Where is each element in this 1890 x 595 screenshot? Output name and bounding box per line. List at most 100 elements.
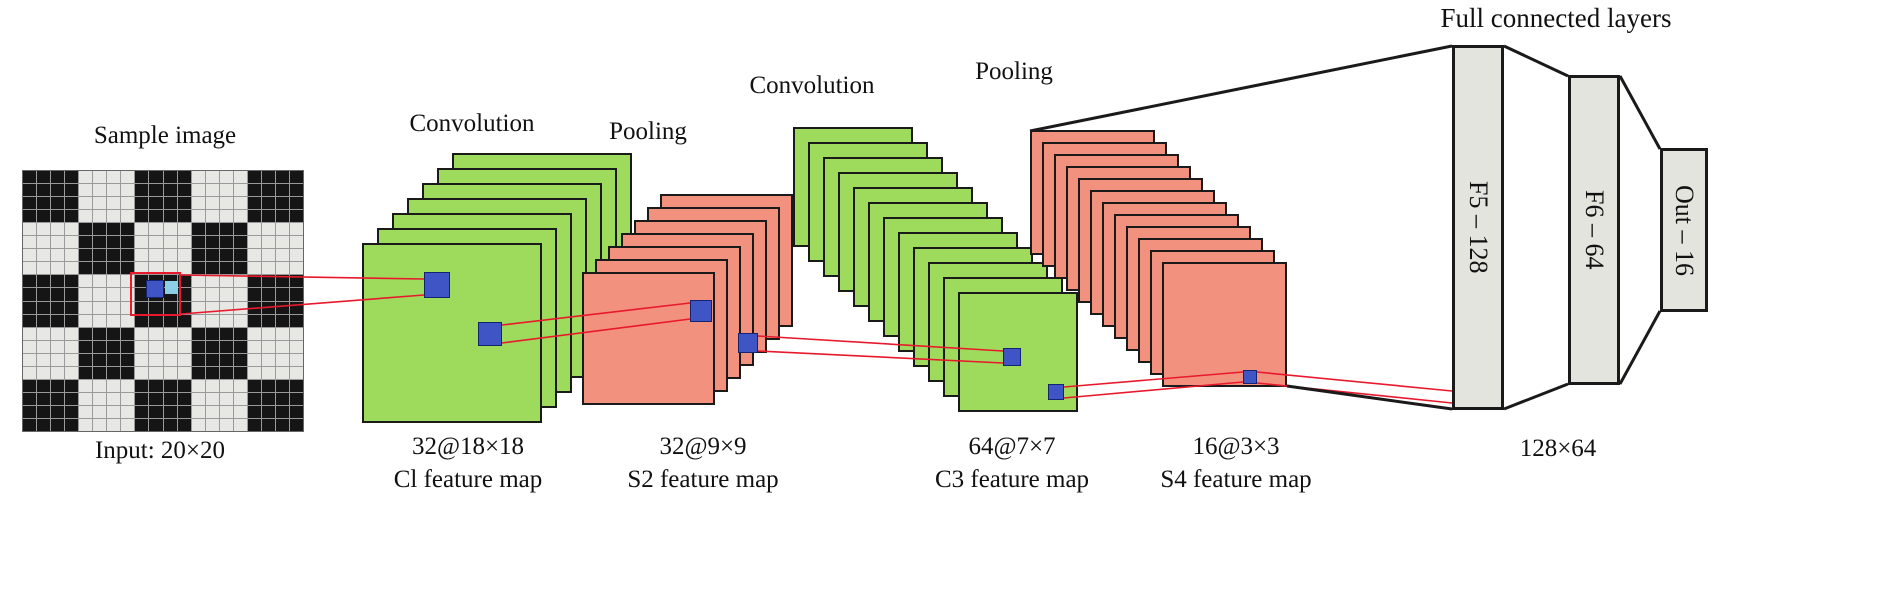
grid-cell [23, 288, 37, 301]
grid-cell [191, 171, 205, 184]
grid-cell [107, 262, 121, 275]
fc-connector-line [1029, 44, 1453, 133]
grid-cell [191, 327, 205, 340]
grid-cell [261, 236, 275, 249]
grid-cell [51, 301, 65, 314]
grid-cell [261, 418, 275, 431]
grid-cell [289, 379, 303, 392]
grid-cell [37, 301, 51, 314]
grid-cell [261, 223, 275, 236]
grid-cell [289, 392, 303, 405]
grid-cell [163, 171, 177, 184]
grid-cell [247, 327, 261, 340]
grid-cell [121, 366, 135, 379]
input-size-caption: Input: 20×20 [94, 437, 226, 464]
grid-cell [37, 288, 51, 301]
grid-cell [219, 197, 233, 210]
grid-cell [275, 314, 289, 327]
fc-connector-line [1286, 384, 1453, 411]
grid-cell [121, 210, 135, 223]
fc-layer-f5-label: F5 – 128 [1464, 181, 1493, 274]
grid-cell [177, 392, 191, 405]
grid-cell [37, 327, 51, 340]
grid-cell [93, 405, 107, 418]
grid-cell [93, 392, 107, 405]
grid-cell [149, 184, 163, 197]
grid-cell [149, 249, 163, 262]
grid-cell [65, 197, 79, 210]
grid-cell [135, 366, 149, 379]
grid-cell [37, 405, 51, 418]
grid-cell [191, 314, 205, 327]
grid-cell [51, 236, 65, 249]
grid-cell [79, 301, 93, 314]
grid-cell [79, 366, 93, 379]
grid-cell [233, 171, 247, 184]
grid-cell [163, 262, 177, 275]
grid-cell [93, 184, 107, 197]
grid-cell [23, 197, 37, 210]
grid-cell [261, 353, 275, 366]
grid-cell [121, 340, 135, 353]
grid-cell [219, 249, 233, 262]
grid-cell [107, 171, 121, 184]
c3-receptive-field-square [1003, 348, 1021, 366]
grid-cell [37, 379, 51, 392]
grid-cell [37, 171, 51, 184]
grid-cell [65, 275, 79, 288]
grid-cell [107, 418, 121, 431]
c1-operation-label: Convolution [409, 110, 535, 137]
grid-cell [261, 249, 275, 262]
grid-cell [51, 210, 65, 223]
c3-pooling-window-square [1048, 384, 1064, 400]
grid-cell [93, 249, 107, 262]
grid-cell [261, 210, 275, 223]
grid-cell [205, 249, 219, 262]
grid-cell [219, 366, 233, 379]
grid-cell [219, 327, 233, 340]
grid-cell [191, 340, 205, 353]
s2-feature-map-sheet [582, 272, 715, 405]
grid-cell [23, 392, 37, 405]
grid-cell [23, 379, 37, 392]
grid-cell [107, 353, 121, 366]
grid-cell [233, 236, 247, 249]
grid-cell [289, 184, 303, 197]
grid-cell [93, 197, 107, 210]
grid-cell [233, 275, 247, 288]
c3-operation-label: Convolution [749, 72, 875, 99]
grid-cell [107, 327, 121, 340]
grid-cell [275, 418, 289, 431]
grid-cell [79, 197, 93, 210]
grid-cell [23, 210, 37, 223]
grid-cell [289, 236, 303, 249]
grid-cell [163, 340, 177, 353]
grid-cell [135, 184, 149, 197]
grid-cell [177, 353, 191, 366]
grid-cell [37, 418, 51, 431]
grid-cell [233, 249, 247, 262]
grid-cell [233, 405, 247, 418]
grid-cell [233, 314, 247, 327]
grid-cell [51, 249, 65, 262]
grid-cell [121, 197, 135, 210]
grid-cell [289, 353, 303, 366]
grid-cell [205, 405, 219, 418]
grid-cell [247, 353, 261, 366]
grid-cell [65, 353, 79, 366]
grid-cell [289, 405, 303, 418]
grid-cell [51, 171, 65, 184]
grid-cell [163, 197, 177, 210]
grid-cell [107, 184, 121, 197]
grid-cell [23, 314, 37, 327]
grid-cell [121, 353, 135, 366]
fully-connected-title: Full connected layers [1440, 3, 1672, 33]
grid-cell [289, 262, 303, 275]
grid-cell [107, 249, 121, 262]
c3-name-label: C3 feature map [934, 466, 1090, 493]
grid-cell [219, 223, 233, 236]
grid-cell [191, 197, 205, 210]
grid-cell [65, 288, 79, 301]
grid-cell [289, 288, 303, 301]
c1-size-label: 32@18×18 [411, 433, 525, 460]
